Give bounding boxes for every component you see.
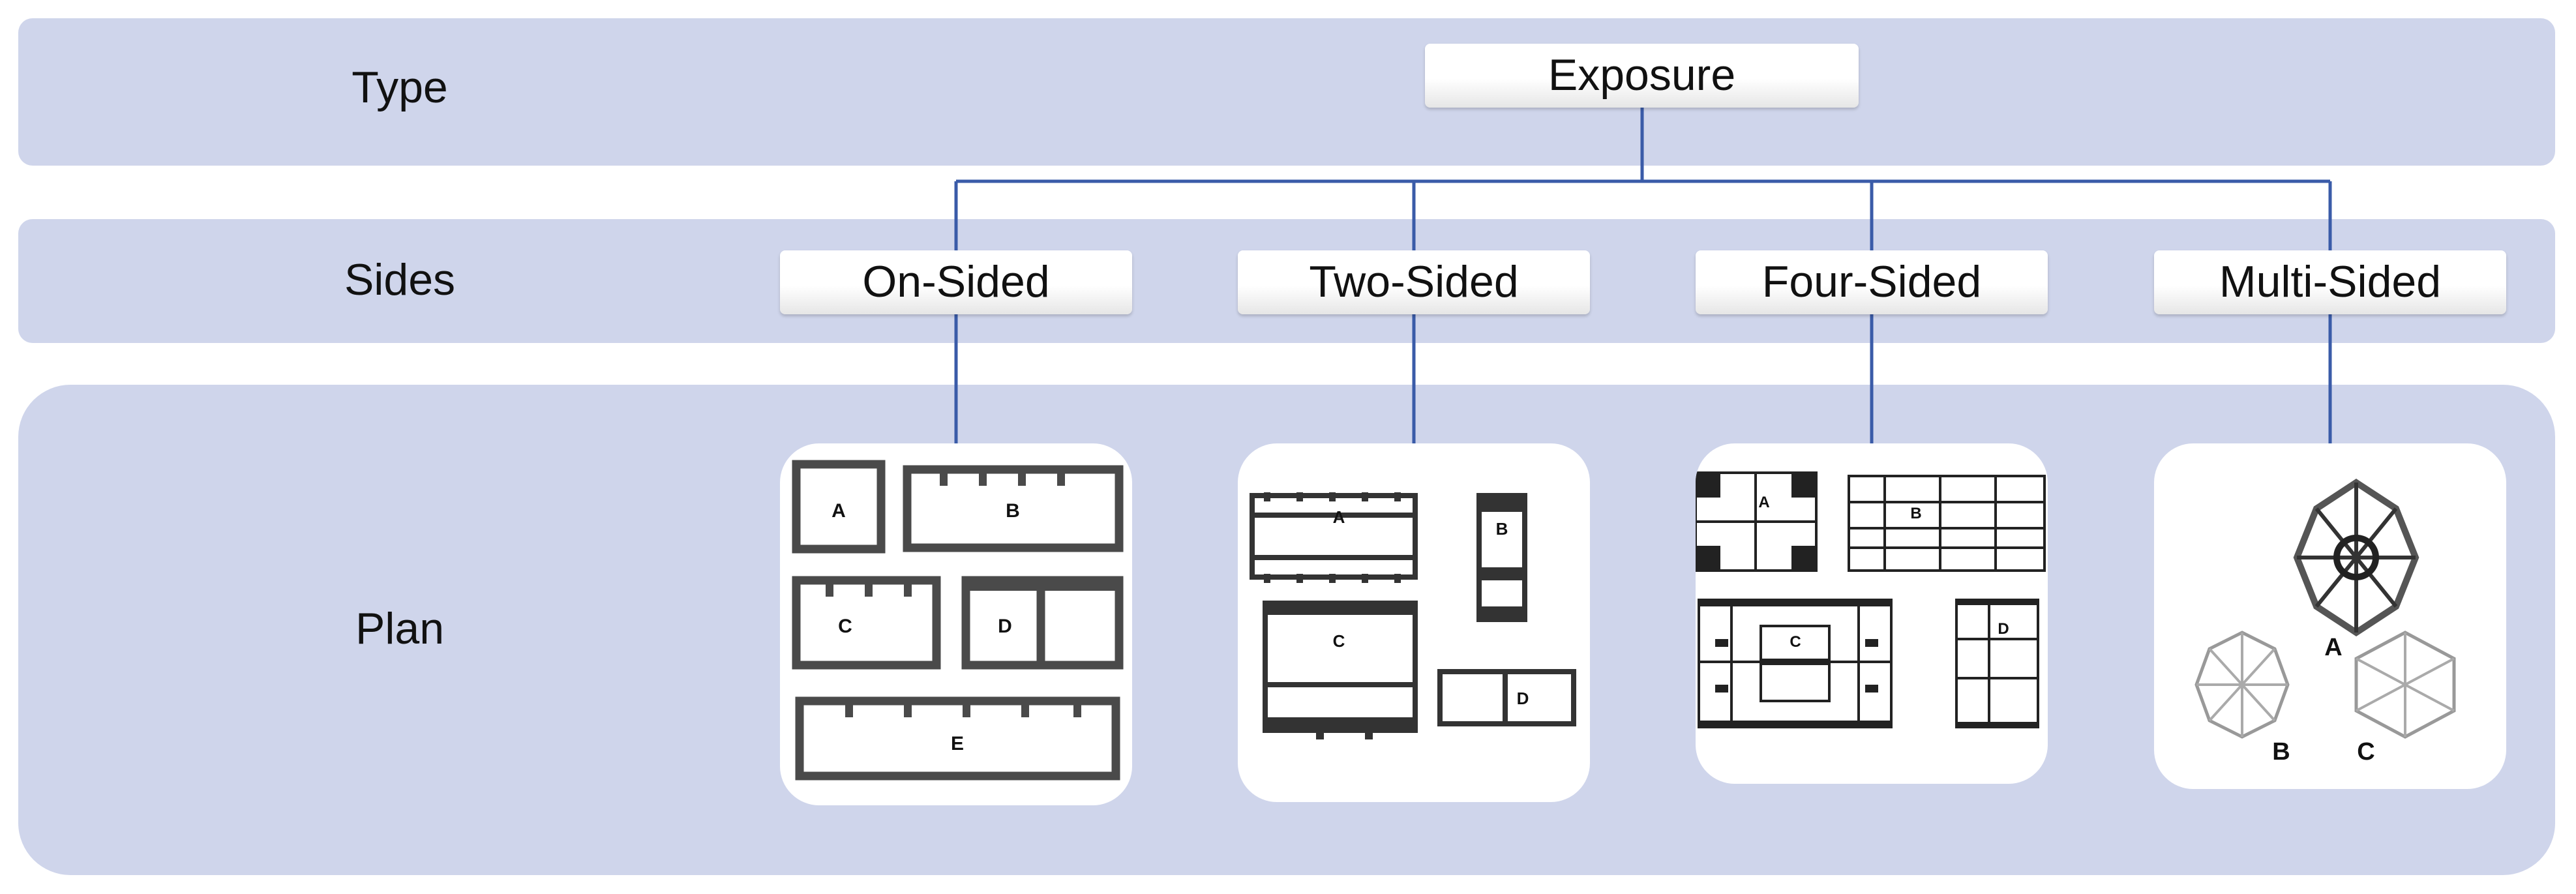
row-label-sides: Sides bbox=[344, 255, 456, 305]
plan-label: B bbox=[1910, 505, 1921, 522]
plan-label: D bbox=[1998, 620, 2009, 638]
side-node-multi-sided: Multi-Sided bbox=[2154, 250, 2506, 314]
plan-label: A bbox=[831, 500, 846, 522]
plan-label: B bbox=[1496, 519, 1508, 539]
plan-label: B bbox=[2272, 738, 2290, 766]
plan-label: A bbox=[1758, 494, 1769, 511]
plan-panel-multi-sided: A B C bbox=[2154, 443, 2506, 789]
plan-label: C bbox=[1333, 631, 1345, 651]
plan-panel-four-sided: A B C D bbox=[1696, 443, 2048, 784]
row-label-plan: Plan bbox=[355, 604, 445, 653]
plan-label: D bbox=[998, 616, 1012, 637]
type-row-band bbox=[18, 18, 2555, 166]
side-node-two-sided: Two-Sided bbox=[1238, 250, 1590, 314]
plan-label: C bbox=[1790, 633, 1801, 651]
plan-label: E bbox=[951, 733, 964, 754]
exposure-node: Exposure bbox=[1425, 44, 1859, 108]
side-node-on-sided: On-Sided bbox=[780, 250, 1132, 314]
plan-label: D bbox=[1517, 689, 1529, 708]
plan-panel-two-sided: A B C D bbox=[1238, 443, 1590, 802]
plan-label: B bbox=[1006, 500, 1020, 522]
plan-label: A bbox=[1333, 507, 1345, 527]
plan-panel-on-sided: A B C D E bbox=[780, 443, 1132, 805]
side-node-four-sided: Four-Sided bbox=[1696, 250, 2048, 314]
row-label-type: Type bbox=[352, 63, 448, 112]
plan-label: A bbox=[2324, 634, 2342, 661]
plan-label: C bbox=[838, 616, 852, 637]
plan-label: C bbox=[2357, 738, 2374, 766]
